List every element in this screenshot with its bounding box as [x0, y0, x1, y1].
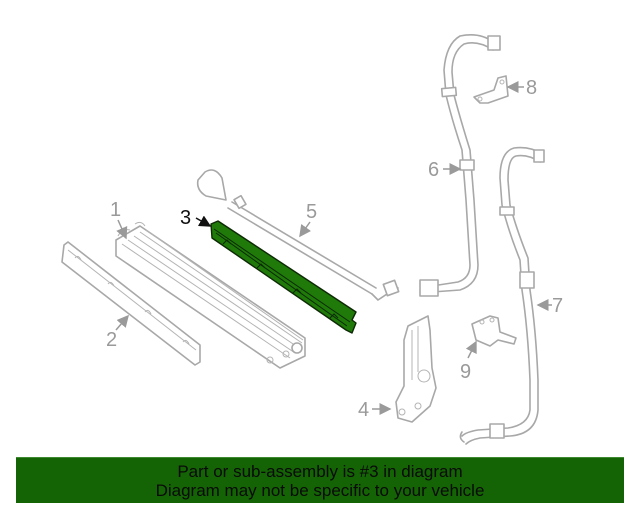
- part-1-oil-cooler[interactable]: [115, 221, 306, 369]
- svg-text:2: 2: [106, 329, 117, 351]
- callout-8[interactable]: 8: [506, 77, 537, 99]
- callout-7[interactable]: 7: [536, 295, 563, 317]
- callout-3[interactable]: 3: [180, 207, 212, 229]
- part-4-bracket[interactable]: [395, 315, 437, 423]
- part-5-tube[interactable]: [196, 169, 400, 301]
- part-9-clip[interactable]: [471, 315, 517, 347]
- callout-2[interactable]: 2: [106, 314, 129, 351]
- part-7-hose[interactable]: [459, 146, 545, 445]
- svg-text:9: 9: [460, 361, 471, 383]
- part-info-banner: Part or sub-assembly is #3 in diagram Di…: [16, 457, 624, 503]
- svg-text:5: 5: [306, 201, 317, 223]
- callout-4[interactable]: 4: [358, 399, 392, 421]
- svg-text:6: 6: [428, 159, 439, 181]
- part-6-hose[interactable]: [419, 34, 501, 297]
- callout-5[interactable]: 5: [299, 201, 317, 238]
- part-8-bracket[interactable]: [473, 75, 509, 104]
- svg-text:8: 8: [526, 77, 537, 99]
- part-3-highlighted-rail[interactable]: [210, 220, 357, 334]
- callout-1[interactable]: 1: [110, 199, 128, 240]
- svg-text:7: 7: [552, 295, 563, 317]
- part-2-bracket[interactable]: [61, 241, 201, 366]
- banner-part-text: Part or sub-assembly is #3 in diagram: [177, 461, 463, 481]
- banner-disclaimer-text: Diagram may not be specific to your vehi…: [155, 480, 485, 500]
- callout-6[interactable]: 6: [428, 159, 462, 181]
- svg-text:1: 1: [110, 199, 121, 221]
- callout-9[interactable]: 9: [460, 340, 477, 383]
- svg-text:4: 4: [358, 399, 369, 421]
- svg-text:3: 3: [180, 207, 191, 229]
